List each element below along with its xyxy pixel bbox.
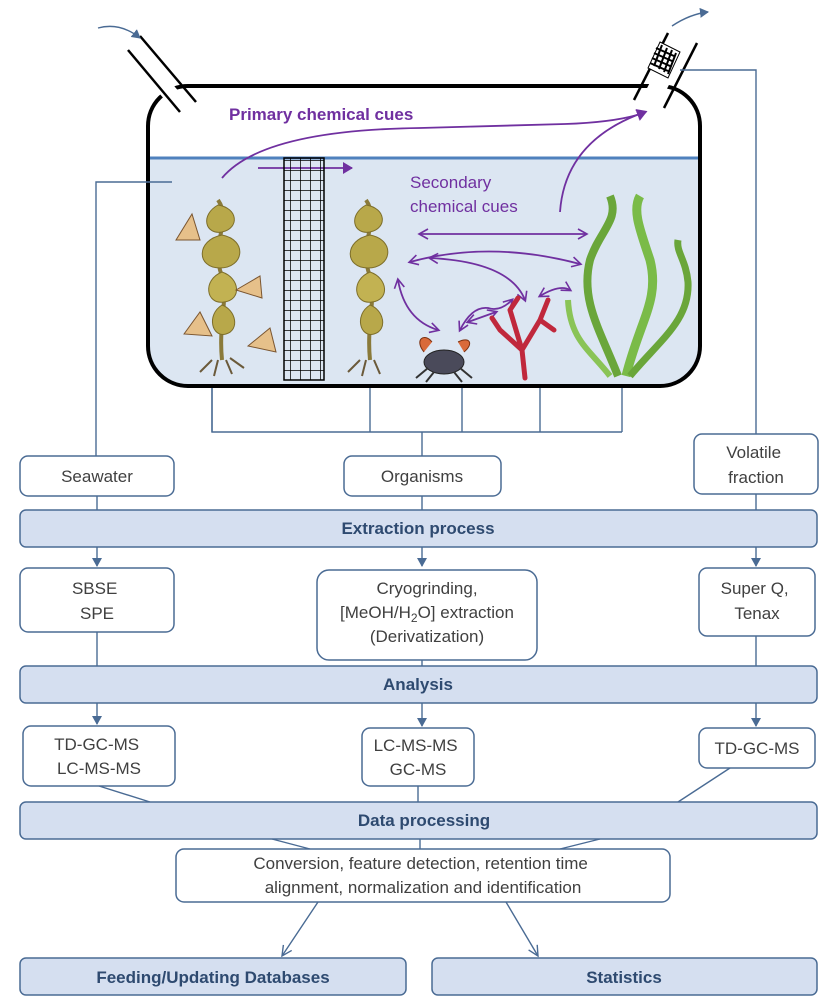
secondary-cues-label: Secondary chemical cues [410,173,518,216]
data-processing-label: Data processing [358,811,490,830]
secondary-cue-arrows [393,109,648,334]
adsorbent-filter-icon [647,41,681,79]
outflow-arrow [671,7,709,27]
inlet-pipe [97,25,197,113]
statistics-label: Statistics [586,968,662,987]
seawater-label: Seawater [61,467,133,486]
derivatization-label: (Derivatization) [370,627,484,646]
tank-outline [146,84,702,388]
analysis-bar [19,665,818,704]
crab-icon [415,337,473,383]
seawater-analysis-label: TD-GC-MS LC-MS-MS [54,735,144,778]
statistics-bar [431,957,818,996]
sbse-spe-label: SBSE SPE [72,579,122,623]
tank-connectors [95,69,757,460]
analysis-label: Analysis [383,675,453,694]
to-statistics-arrow [505,901,539,958]
volatile-fraction-label: Volatile fraction [726,443,786,487]
snail-icons [175,212,277,353]
superq-tenax-box [698,567,816,637]
extraction-solvent-label: [MeOH/H2O] extraction [340,603,514,625]
volatile-analysis-box [698,727,816,769]
processing-steps-label: Conversion, feature detection, retention… [253,854,592,897]
extraction-process-label: Extraction process [341,519,494,538]
processing-steps-box [175,848,671,903]
mesh-separator [283,157,325,381]
brown-seaweed-left-icon [199,198,245,377]
organisms-label: Organisms [381,467,463,486]
red-algae-icon [489,295,557,381]
primary-cues-label: Primary chemical cues [229,105,413,124]
primary-cues-arrow [221,109,647,179]
superq-tenax-label: Super Q, Tenax [721,579,794,623]
cryogrinding-box [316,569,538,661]
databases-label: Feeding/Updating Databases [96,968,329,987]
data-processing-bar [19,801,818,840]
organisms-analysis-label: LC-MS-MS GC-MS [374,736,463,779]
volatile-analysis-label: TD-GC-MS [715,739,800,758]
to-databases-arrow [281,901,319,958]
extraction-process-bar [19,509,818,548]
outlet-pipe [632,7,709,109]
green-algae-icon [565,193,692,379]
inflow-arrow [97,25,141,39]
databases-bar [19,957,407,996]
brown-seaweed-right-icon [347,198,389,377]
cryogrinding-label: Cryogrinding, [376,579,477,598]
